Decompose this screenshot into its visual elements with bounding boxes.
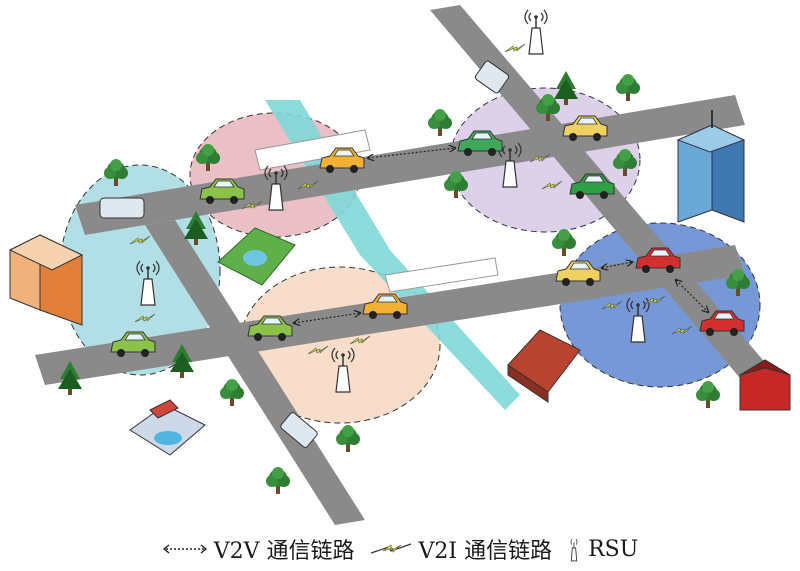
v2v-links bbox=[294, 148, 708, 323]
legend-v2v: V2V 通信链路 bbox=[162, 533, 355, 565]
legend-rsu: RSU bbox=[566, 536, 638, 562]
legend-rsu-label: RSU bbox=[588, 536, 639, 562]
park bbox=[217, 227, 296, 286]
barn bbox=[739, 359, 791, 411]
legend-v2i-label: V2I 通信链路 bbox=[418, 539, 553, 564]
legend-v2v-label: V2V 通信链路 bbox=[213, 539, 355, 564]
lightning-link-icon bbox=[370, 543, 411, 554]
dotted-double-arrow-icon bbox=[162, 544, 207, 554]
vehicles bbox=[99, 60, 745, 448]
legend: V2V 通信链路 V2I 通信链路 RSU bbox=[0, 532, 800, 566]
apartment-building bbox=[8, 234, 84, 326]
antenna-tower-icon bbox=[570, 539, 578, 562]
office-tower bbox=[676, 110, 746, 223]
house-with-pool bbox=[129, 399, 206, 456]
legend-v2i: V2I 通信链路 bbox=[369, 533, 553, 565]
school-building bbox=[507, 329, 581, 403]
